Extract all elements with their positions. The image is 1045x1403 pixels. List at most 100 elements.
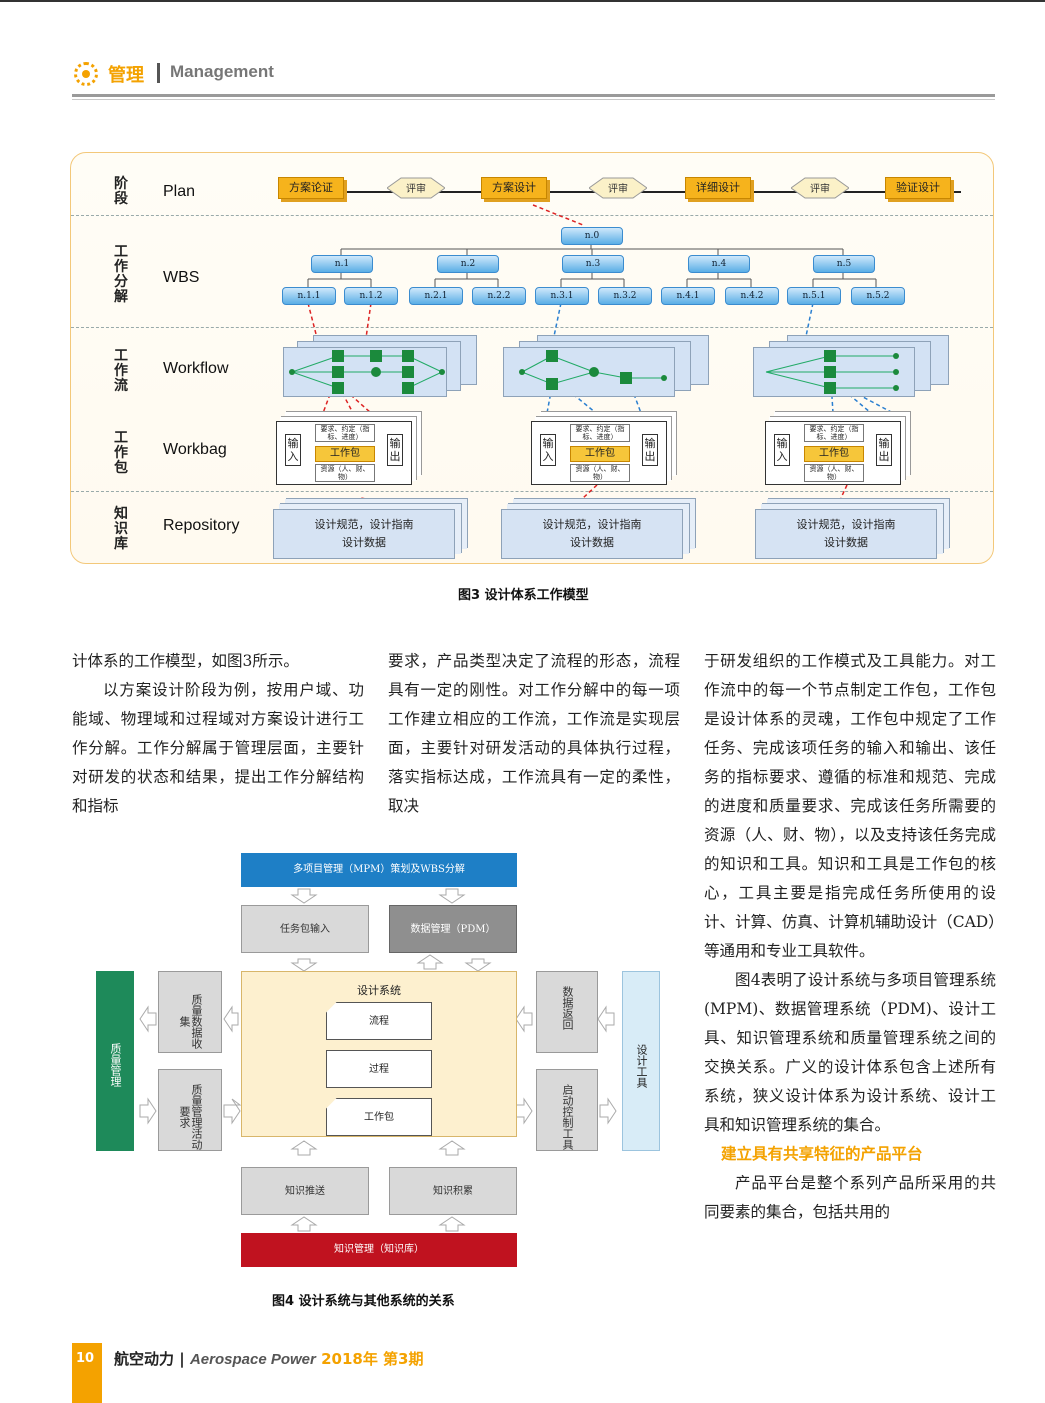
repository-line1: 设计规范，设计指南	[314, 518, 414, 531]
wbs-node: n.0	[561, 227, 623, 245]
repository-line2: 设计数据	[824, 536, 868, 549]
row-label-cn: 工作包	[114, 430, 128, 476]
figure-3: 阶段 Plan 工作分解 WBS 工作流 Workflow 工作包 Workba…	[70, 152, 994, 564]
flow-box: 流程	[326, 1002, 432, 1040]
wbs-node: n.1.1	[282, 287, 336, 305]
data-return-label: 数据返回	[561, 986, 574, 1030]
wbs-node: n.2.2	[472, 287, 526, 305]
wbs-node: n.5.1	[787, 287, 841, 305]
row-label-en: Repository	[163, 517, 240, 534]
plan-box: 方案论证	[278, 177, 344, 199]
section-heading: 建立具有共享特征的产品平台	[721, 1145, 923, 1163]
workflow-graph	[765, 350, 899, 394]
launch-control-label: 启动控制工具	[561, 1084, 574, 1150]
quality-req-box: 质量管理活动要求	[158, 1069, 222, 1151]
workbag-output: 输出	[876, 434, 892, 466]
review-label: 评审	[608, 184, 628, 195]
page-number: 10	[76, 1351, 95, 1366]
row-label-cn: 工作流	[114, 348, 128, 394]
header-rule	[72, 94, 995, 97]
design-tools-box: 设计工具	[622, 971, 660, 1151]
journal-name-en: Aerospace Power	[189, 1351, 316, 1368]
knowledge-push-box: 知识推送	[241, 1167, 369, 1215]
journal-name-cn: 航空动力	[114, 1350, 175, 1368]
quality-mgmt-label: 质量管理	[109, 1043, 122, 1087]
text-column-3: 于研发组织的工作模式及工具能力。对工作流中的每一个节点制定工作包，工作包是设计体…	[704, 647, 996, 1227]
row-divider	[71, 491, 993, 492]
plan-box: 验证设计	[885, 177, 951, 199]
review-label: 评审	[406, 184, 426, 195]
workbag-resources: 资源（人、财、物）	[315, 464, 375, 482]
workbag: 输入 要求、约定（指标、进度） 工作包 资源（人、财、物） 输出	[531, 421, 667, 485]
repository-line2: 设计数据	[570, 536, 614, 549]
wbs-node: n.3.1	[535, 287, 589, 305]
workbag-core: 工作包	[804, 446, 864, 462]
data-return-box: 数据返回	[536, 971, 598, 1053]
workbag-input: 输入	[540, 434, 556, 466]
workflow-stack	[503, 347, 675, 397]
repository-stack: 设计规范，设计指南 设计数据	[273, 509, 455, 559]
mpm-box: 多项目管理（MPM）策划及WBS分解	[241, 853, 517, 887]
quality-collect-box: 质量数据收集	[158, 971, 222, 1053]
design-tools-label: 设计工具	[635, 1044, 648, 1088]
workbag: 输入 要求、约定（指标、进度） 工作包 资源（人、财、物） 输出	[765, 421, 901, 485]
repository-line1: 设计规范，设计指南	[796, 518, 896, 531]
footer-divider: |	[179, 1350, 190, 1368]
page-number-tab	[72, 1343, 102, 1403]
wbs-node: n.5	[813, 255, 875, 273]
launch-control-box: 启动控制工具	[536, 1069, 598, 1151]
diagram-connectors	[307, 204, 894, 514]
repository-line1: 设计规范，设计指南	[542, 518, 642, 531]
section-title-cn: 管理	[108, 65, 144, 86]
row-label-en: Workbag	[163, 441, 227, 458]
paragraph: 图4表明了设计系统与多项目管理系统(MPM)、数据管理系统（PDM)、设计工具、…	[704, 971, 996, 1134]
wbs-node: n.1	[311, 255, 373, 273]
text-column-1: 计体系的工作模型，如图3所示。 以方案设计阶段为例，按用户域、功能域、物理域和过…	[72, 647, 364, 821]
row-label-cn: 工作分解	[114, 244, 128, 305]
repository-stack: 设计规范，设计指南 设计数据	[755, 509, 937, 559]
workbag-resources: 资源（人、财、物）	[570, 464, 630, 482]
row-divider	[71, 215, 993, 216]
repository-stack: 设计规范，设计指南 设计数据	[501, 509, 683, 559]
design-system-label: 设计系统	[357, 984, 401, 997]
workbag-requirements: 要求、约定（指标、进度）	[570, 424, 630, 442]
quality-req-label: 质量管理活动要求	[178, 1084, 203, 1150]
wbs-node: n.3.2	[598, 287, 652, 305]
workflow-stack	[283, 347, 447, 397]
paragraph: 以方案设计阶段为例，按用户域、功能域、物理域和过程域对方案设计进行工作分解。工作…	[72, 681, 364, 815]
section-title-en: Management	[170, 62, 274, 81]
header-rule-thin	[72, 99, 995, 100]
plan-box: 详细设计	[685, 177, 751, 199]
workbag-core: 工作包	[570, 446, 630, 462]
wbs-node: n.3	[562, 255, 624, 273]
row-label-en: WBS	[163, 269, 200, 286]
paragraph: 计体系的工作模型，如图3所示。	[72, 652, 299, 670]
workbag-box: 工作包	[326, 1098, 432, 1136]
row-label-en: Workflow	[163, 360, 229, 377]
quality-collect-label: 质量数据收集	[178, 993, 203, 1049]
workbag-resources: 资源（人、财、物）	[804, 464, 864, 482]
workflow-graph	[289, 350, 445, 394]
repository-line2: 设计数据	[342, 536, 386, 549]
workflow-graph	[519, 350, 667, 390]
workbag-requirements: 要求、约定（指标、进度）	[804, 424, 864, 442]
design-system-box: 设计系统 流程 过程 工作包	[241, 971, 517, 1137]
figure-3-caption: 图3 设计体系工作模型	[458, 588, 589, 603]
wbs-node: n.4	[688, 255, 750, 273]
text-column-2: 要求，产品类型决定了流程的形态，流程具有一定的刚性。对工作分解中的每一项工作建立…	[388, 647, 680, 821]
wbs-node: n.4.2	[725, 287, 779, 305]
gear-icon	[74, 62, 98, 86]
wbs-node: n.2	[437, 255, 499, 273]
workbag: 输入 要求、约定（指标、进度） 工作包 资源（人、财、物） 输出	[276, 421, 412, 485]
row-divider	[71, 327, 993, 328]
journal-footer: 航空动力 | Aerospace Power 2018年 第3期	[114, 1348, 424, 1369]
knowledge-mgmt-box: 知识管理（知识库）	[241, 1233, 517, 1267]
knowledge-accum-box: 知识积累	[389, 1167, 517, 1215]
figure-4-caption: 图4 设计系统与其他系统的关系	[272, 1294, 455, 1309]
workbag-requirements: 要求、约定（指标、进度）	[315, 424, 375, 442]
row-label-cn: 知识库	[114, 506, 128, 552]
figure-4-arrows	[139, 888, 617, 1232]
paragraph: 要求，产品类型决定了流程的形态，流程具有一定的刚性。对工作分解中的每一项工作建立…	[388, 652, 680, 815]
process-box: 过程	[326, 1050, 432, 1088]
wbs-node: n.4.1	[661, 287, 715, 305]
